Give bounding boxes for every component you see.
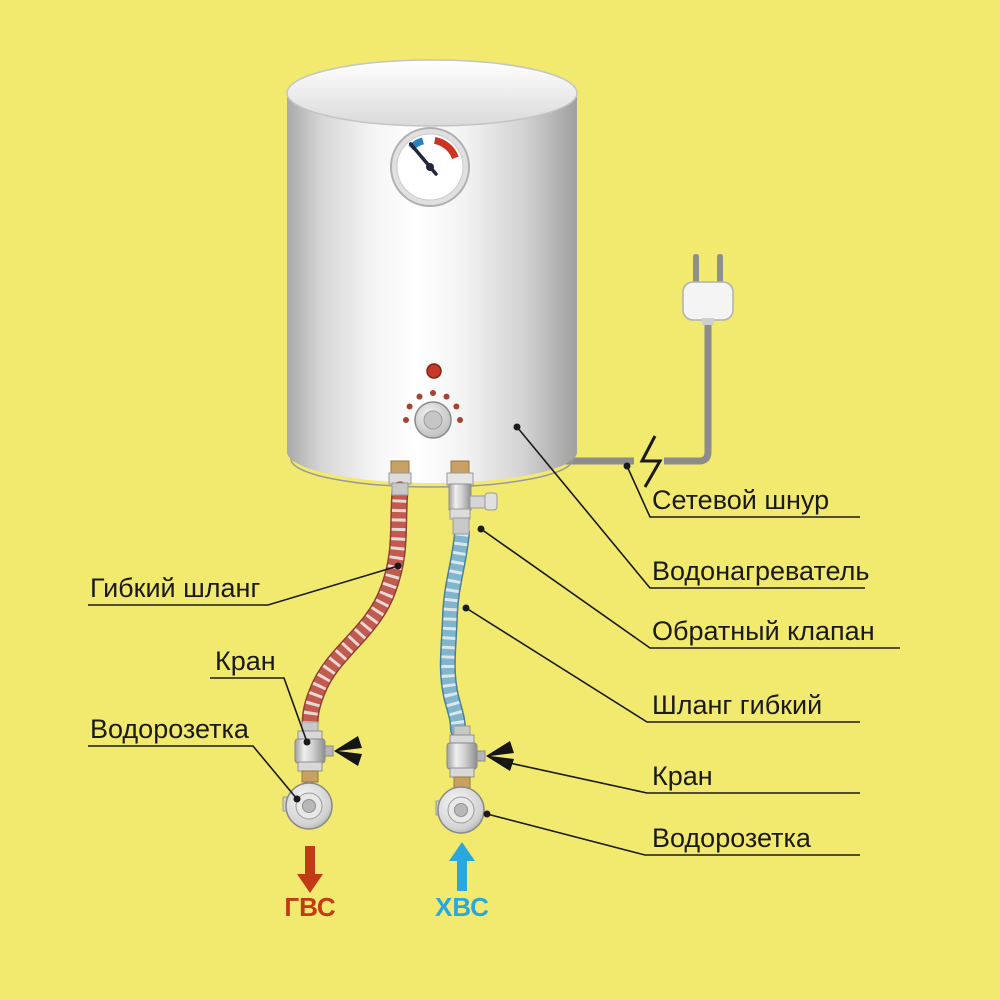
cord-break-zigzag-icon [639,435,663,488]
plug-prong [693,254,699,286]
valve-spout [484,492,498,511]
gauge-needle-hub [426,163,434,171]
valve-handle [334,736,362,766]
hot-hose-crimp [391,482,409,496]
leader-flexible-hose-left [88,565,399,606]
gauge-cold-arc [408,137,425,151]
plug-body [682,281,734,321]
callout-flexible-hose: Шланг гибкий [652,690,822,720]
brass-fitting [450,460,470,475]
heater-body [287,93,577,483]
callout-tap-right: Кран [652,761,713,791]
hot-outlet-fitting [388,460,412,485]
thermometer-gauge-icon [390,127,470,207]
leader-check-valve [480,528,900,649]
callout-water-outlet-left: Водорозетка [90,714,250,744]
hot-hose-braid [303,489,407,727]
tap-valve-left [294,721,362,783]
cold-flow-arrow [449,842,475,891]
leader-dot [462,604,470,612]
leader-dot [394,562,402,570]
heater-top [286,59,578,127]
leader-dot [293,795,301,803]
hot-flow-arrow [297,846,323,893]
cold-hose-crimp [452,517,470,535]
leader-water-outlet-right [486,813,860,856]
hot-arrow-head [297,874,323,893]
leader-dot [303,738,311,746]
water-outlet-left [282,782,333,830]
knob-dot [457,417,463,423]
valve-body [446,742,478,770]
valve-hex-nut [446,472,474,486]
valve-side-outlet [469,495,487,509]
leader-dot [477,525,485,533]
hot-flow-label: ГВС [284,892,336,922]
plug-prong [717,254,723,286]
leader-water-heater [516,426,865,589]
outlet-hole [454,803,468,817]
gauge-hot-arc [433,136,459,160]
leader-dot [513,423,521,431]
brass-nipple [301,770,319,783]
valve-stem [476,750,486,762]
cold-hose [439,525,470,738]
knob-dot [403,417,409,423]
callout-check-valve: Обратный клапан [652,616,875,646]
power-cord [562,314,712,488]
valve-bottom-nut [297,761,323,772]
callout-flexible-hose-left: Гибкий шланг [90,573,260,603]
callout-water-heater: Водонагреватель [652,556,869,586]
callout-tap-left: Кран [215,646,276,676]
water-heater [286,59,578,488]
knob-dot [453,403,460,410]
leader-dot [483,810,491,818]
power-plug-icon [682,254,734,325]
check-valve [446,460,498,520]
cold-flow-label: ХВС [435,892,489,922]
cold-hose-braid [441,532,469,731]
heater-bottom-seam [290,458,574,488]
hot-hose [301,481,409,735]
knob-dot [443,393,450,400]
callout-power-cord: Сетевой шнур [652,485,829,515]
water-outlet-right [435,786,485,834]
leader-tap-right [504,761,860,794]
thermostat-knob-icon [403,390,463,439]
knob-center [423,410,443,430]
power-indicator-led-icon [426,363,442,379]
knob-dot [430,390,436,396]
valve-bottom-nut [449,767,475,778]
knob-dot [416,393,423,400]
cold-arrow-head [449,842,475,861]
plug-neck [702,318,714,325]
outlet-hole [302,799,316,813]
leader-tap-left [210,677,308,743]
leader-power-cord [626,465,860,518]
leader-dot [501,758,509,766]
tap-valve-right [446,725,514,789]
valve-stem [324,745,334,757]
leader-flexible-hose [465,607,860,723]
leader-dot [623,462,631,470]
callout-water-outlet-right: Водорозетка [652,823,812,853]
cord-line [562,314,712,465]
leader-water-outlet-left [88,745,298,800]
valve-body [448,483,472,511]
brass-fitting [390,460,410,475]
knob-dot [406,403,413,410]
